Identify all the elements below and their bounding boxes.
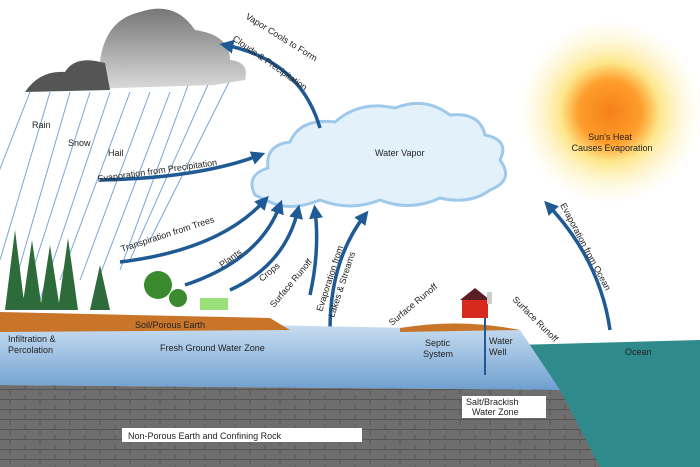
label-rain: Rain [32, 120, 51, 130]
label-septic-2: System [423, 349, 453, 359]
label-causes-evaporation: Causes Evaporation [571, 143, 652, 153]
water-vapor-cloud [250, 101, 508, 208]
soil-layer [0, 312, 520, 332]
nonporous-box [122, 428, 362, 442]
sun [520, 22, 700, 202]
label-water-vapor: Water Vapor [375, 148, 425, 158]
label-runoff-2: Surface Runoff [387, 281, 440, 327]
label-well-1: Water [489, 336, 513, 346]
confining-rock [0, 385, 600, 467]
label-well-2: Well [489, 347, 506, 357]
label-hail: Hail [108, 148, 124, 158]
label-salt-2: Water Zone [472, 407, 519, 417]
label-infiltration-1: Infiltration & [8, 334, 56, 344]
label-sun-heat: Sun's Heat [588, 132, 632, 142]
label-nonporous: Non-Porous Earth and Confining Rock [128, 431, 282, 441]
label-salt-1: Salt/Brackish [466, 397, 519, 407]
label-soil: Soil/Porous Earth [135, 320, 205, 330]
house [460, 288, 492, 318]
label-infiltration-2: Percolation [8, 345, 53, 355]
label-septic-1: Septic [425, 338, 451, 348]
label-evap-ocean: Evaporation from Ocean [558, 201, 613, 292]
rain-streaks [0, 79, 231, 311]
groundwater-zone [0, 320, 560, 390]
label-ocean: Ocean [625, 347, 652, 357]
trees [5, 230, 228, 310]
salt-zone-box [462, 396, 546, 418]
storm-cloud [25, 8, 246, 93]
label-snow: Snow [68, 138, 91, 148]
label-transpiration: Transpiration from Trees [120, 214, 216, 254]
label-fresh-groundwater: Fresh Ground Water Zone [160, 343, 265, 353]
flow-arrows [99, 39, 612, 331]
